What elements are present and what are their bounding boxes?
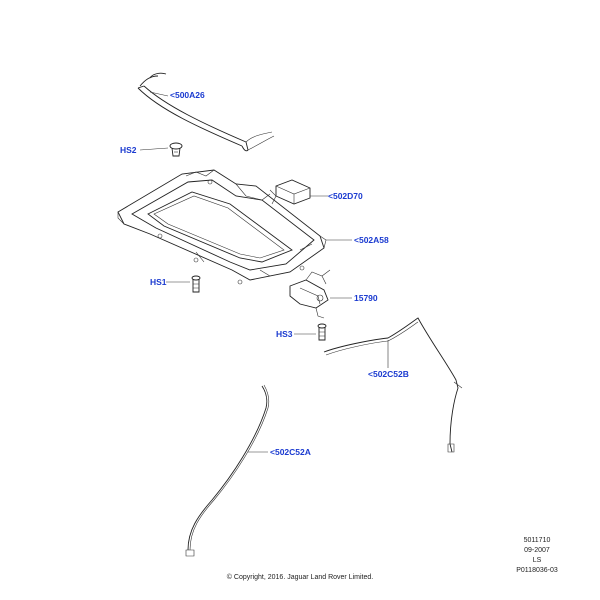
callout-hs1[interactable]: HS1 <box>150 277 167 287</box>
callout-502a58[interactable]: <502A58 <box>354 235 389 245</box>
callout-15790[interactable]: 15790 <box>354 293 378 303</box>
meta-illustration-number: P0118036-03 <box>516 567 558 574</box>
callout-502c52b[interactable]: <502C52B <box>368 369 409 379</box>
callout-hs2[interactable]: HS2 <box>120 145 137 155</box>
part-502c52a-drain-tube[interactable] <box>185 384 270 557</box>
copyright-notice: © Copyright, 2016. Jaguar Land Rover Lim… <box>226 574 374 581</box>
meta-ref: 5011710 <box>523 537 551 544</box>
callout-500a26[interactable]: <500A26 <box>170 90 205 100</box>
part-502d70-module[interactable] <box>275 179 311 205</box>
callout-502c52a[interactable]: <502C52A <box>270 447 311 457</box>
part-15790-motor[interactable] <box>289 269 331 319</box>
meta-code: LS <box>532 557 542 564</box>
part-500a26-seal[interactable] <box>137 72 275 152</box>
part-hs3-screw[interactable] <box>317 323 327 341</box>
part-hs1-screw[interactable] <box>191 275 201 293</box>
part-sunroof-frame[interactable] <box>117 169 327 285</box>
callout-502d70[interactable]: <502D70 <box>328 191 363 201</box>
part-502c52b-drain-tube[interactable] <box>323 317 463 453</box>
meta-date: 09-2007 <box>524 547 550 554</box>
part-hs2-clip[interactable] <box>169 142 183 157</box>
callout-hs3[interactable]: HS3 <box>276 329 293 339</box>
